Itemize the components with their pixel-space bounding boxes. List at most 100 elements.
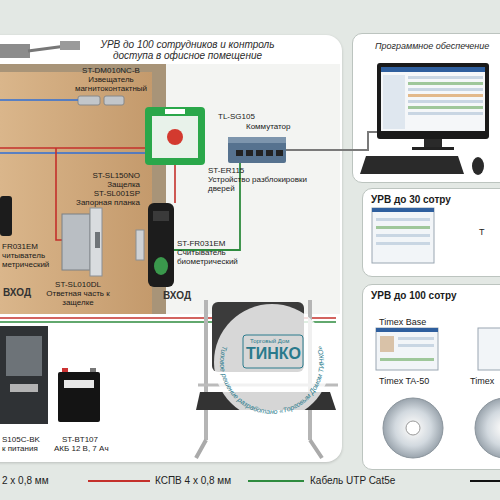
table-row xyxy=(408,82,483,85)
monitor-screen xyxy=(381,67,485,131)
battery-brand-strip xyxy=(64,380,94,388)
switch-top xyxy=(228,137,286,143)
part-label: АКБ 12 В, 7 Ач xyxy=(54,445,109,454)
legend-text: КСПВ 4 х 0,8 мм xyxy=(155,475,231,486)
table-row xyxy=(376,218,430,221)
door-frame xyxy=(0,64,166,314)
strike-plate xyxy=(90,208,102,276)
legend-text: 2 х 0,8 мм xyxy=(2,475,49,486)
table-row xyxy=(408,112,483,115)
part-label: S105C-BK xyxy=(2,436,40,445)
legend-line-sample xyxy=(88,480,150,482)
box-heading: Программное обеспечение xyxy=(375,41,489,51)
part-label: Запорная планка xyxy=(40,199,140,208)
window-titlebar xyxy=(376,328,438,332)
table-row xyxy=(408,94,483,97)
table-row xyxy=(380,358,434,361)
chair-legs xyxy=(196,440,322,458)
window-titlebar xyxy=(381,67,485,72)
signal-wire xyxy=(0,152,145,154)
part-label: TL-SG105 xyxy=(218,113,255,122)
switch-port xyxy=(236,150,243,156)
watermark-text: Типовое решение разработано «Торговым До… xyxy=(219,345,325,415)
box-text: Timex Base xyxy=(379,317,426,327)
table-row xyxy=(376,226,430,229)
part-label: читыватель метрический xyxy=(2,252,52,270)
software-screenshot xyxy=(376,328,438,370)
battery-terminal xyxy=(90,368,96,373)
software-screenshot xyxy=(478,328,500,370)
switch-port xyxy=(256,150,263,156)
legend-line-sample xyxy=(248,480,304,482)
network-switch xyxy=(228,137,286,163)
part-label: ST-BT107 xyxy=(62,436,98,445)
table-row xyxy=(376,242,430,245)
power-wire xyxy=(56,148,62,240)
box-text: T xyxy=(479,227,485,237)
table-row xyxy=(408,106,483,109)
exit-sign-icon xyxy=(165,109,185,114)
disc-hole xyxy=(406,421,420,435)
magnetic-contact xyxy=(78,96,100,105)
logo-text: Торговый Дом xyxy=(250,338,289,345)
software-disc xyxy=(475,398,500,458)
exit-button-face xyxy=(152,116,198,158)
exit-button-knob xyxy=(167,129,183,145)
table-row xyxy=(408,100,483,103)
switch-port xyxy=(246,150,253,156)
part-label: к питания xyxy=(2,445,38,454)
table-row xyxy=(398,337,434,340)
power-wire xyxy=(0,147,145,149)
network-connector xyxy=(342,149,352,151)
door-closer-bracket xyxy=(60,41,80,50)
power-supply-board xyxy=(6,336,42,376)
photo-thumbnail xyxy=(380,336,394,352)
part-label: Коммутатор xyxy=(246,123,291,132)
power-wire xyxy=(174,165,176,203)
scene-panel: УРВ до 100 сотрудников и контроль доступ… xyxy=(0,35,342,462)
box-heading: УРВ до 100 сотру xyxy=(371,290,456,301)
part-label: ST-SL150NO xyxy=(60,172,140,181)
part-label: ST-SL001SP xyxy=(60,190,140,199)
reader-display xyxy=(153,211,169,221)
box-text: Timex xyxy=(470,376,494,386)
exit-button-body xyxy=(145,107,205,165)
part-label: ВХОД xyxy=(163,290,191,301)
part-label: ST-FR031EM xyxy=(177,240,225,249)
part-label: ВХОД xyxy=(3,287,31,298)
wall-area xyxy=(0,64,340,314)
part-label: Ответная часть к защелке xyxy=(42,290,114,308)
watermark-disc xyxy=(214,304,330,420)
part-label: Защелка xyxy=(60,181,140,190)
door-closer-arm xyxy=(28,46,66,51)
monitor-stand xyxy=(424,139,442,148)
switch-port xyxy=(276,150,283,156)
biometric-reader xyxy=(0,196,12,236)
mouse xyxy=(472,157,484,175)
legend-text: Кабель UTP Cat5e xyxy=(310,475,395,486)
electric-strike-body xyxy=(62,214,90,270)
monitor-base xyxy=(412,147,454,150)
network-cable xyxy=(286,149,342,151)
part-label: Считыватель биометрический xyxy=(177,249,247,267)
table-row xyxy=(398,344,434,347)
box-heading: УРВ до 100 сотрудников и контроль доступ… xyxy=(85,39,290,61)
fingerprint-sensor xyxy=(154,257,168,275)
legend-line-sample xyxy=(470,480,500,482)
part-label: FR031EM xyxy=(2,243,38,252)
part-label: Устройство разблокировки дверей xyxy=(208,176,308,194)
switch-port xyxy=(266,150,273,156)
power-supply-terminals xyxy=(10,384,38,392)
logo-frame xyxy=(243,335,303,368)
door-closer xyxy=(0,44,30,58)
table-row xyxy=(376,234,430,237)
table-row xyxy=(408,76,483,79)
solution-box: УРВ до 100 сотруTimex BaseTimex TA-50Tim… xyxy=(362,284,500,470)
magnetic-contact xyxy=(104,96,124,105)
solution-box: УРВ до 30 сотруT xyxy=(362,188,500,277)
battery-terminal xyxy=(62,368,68,373)
